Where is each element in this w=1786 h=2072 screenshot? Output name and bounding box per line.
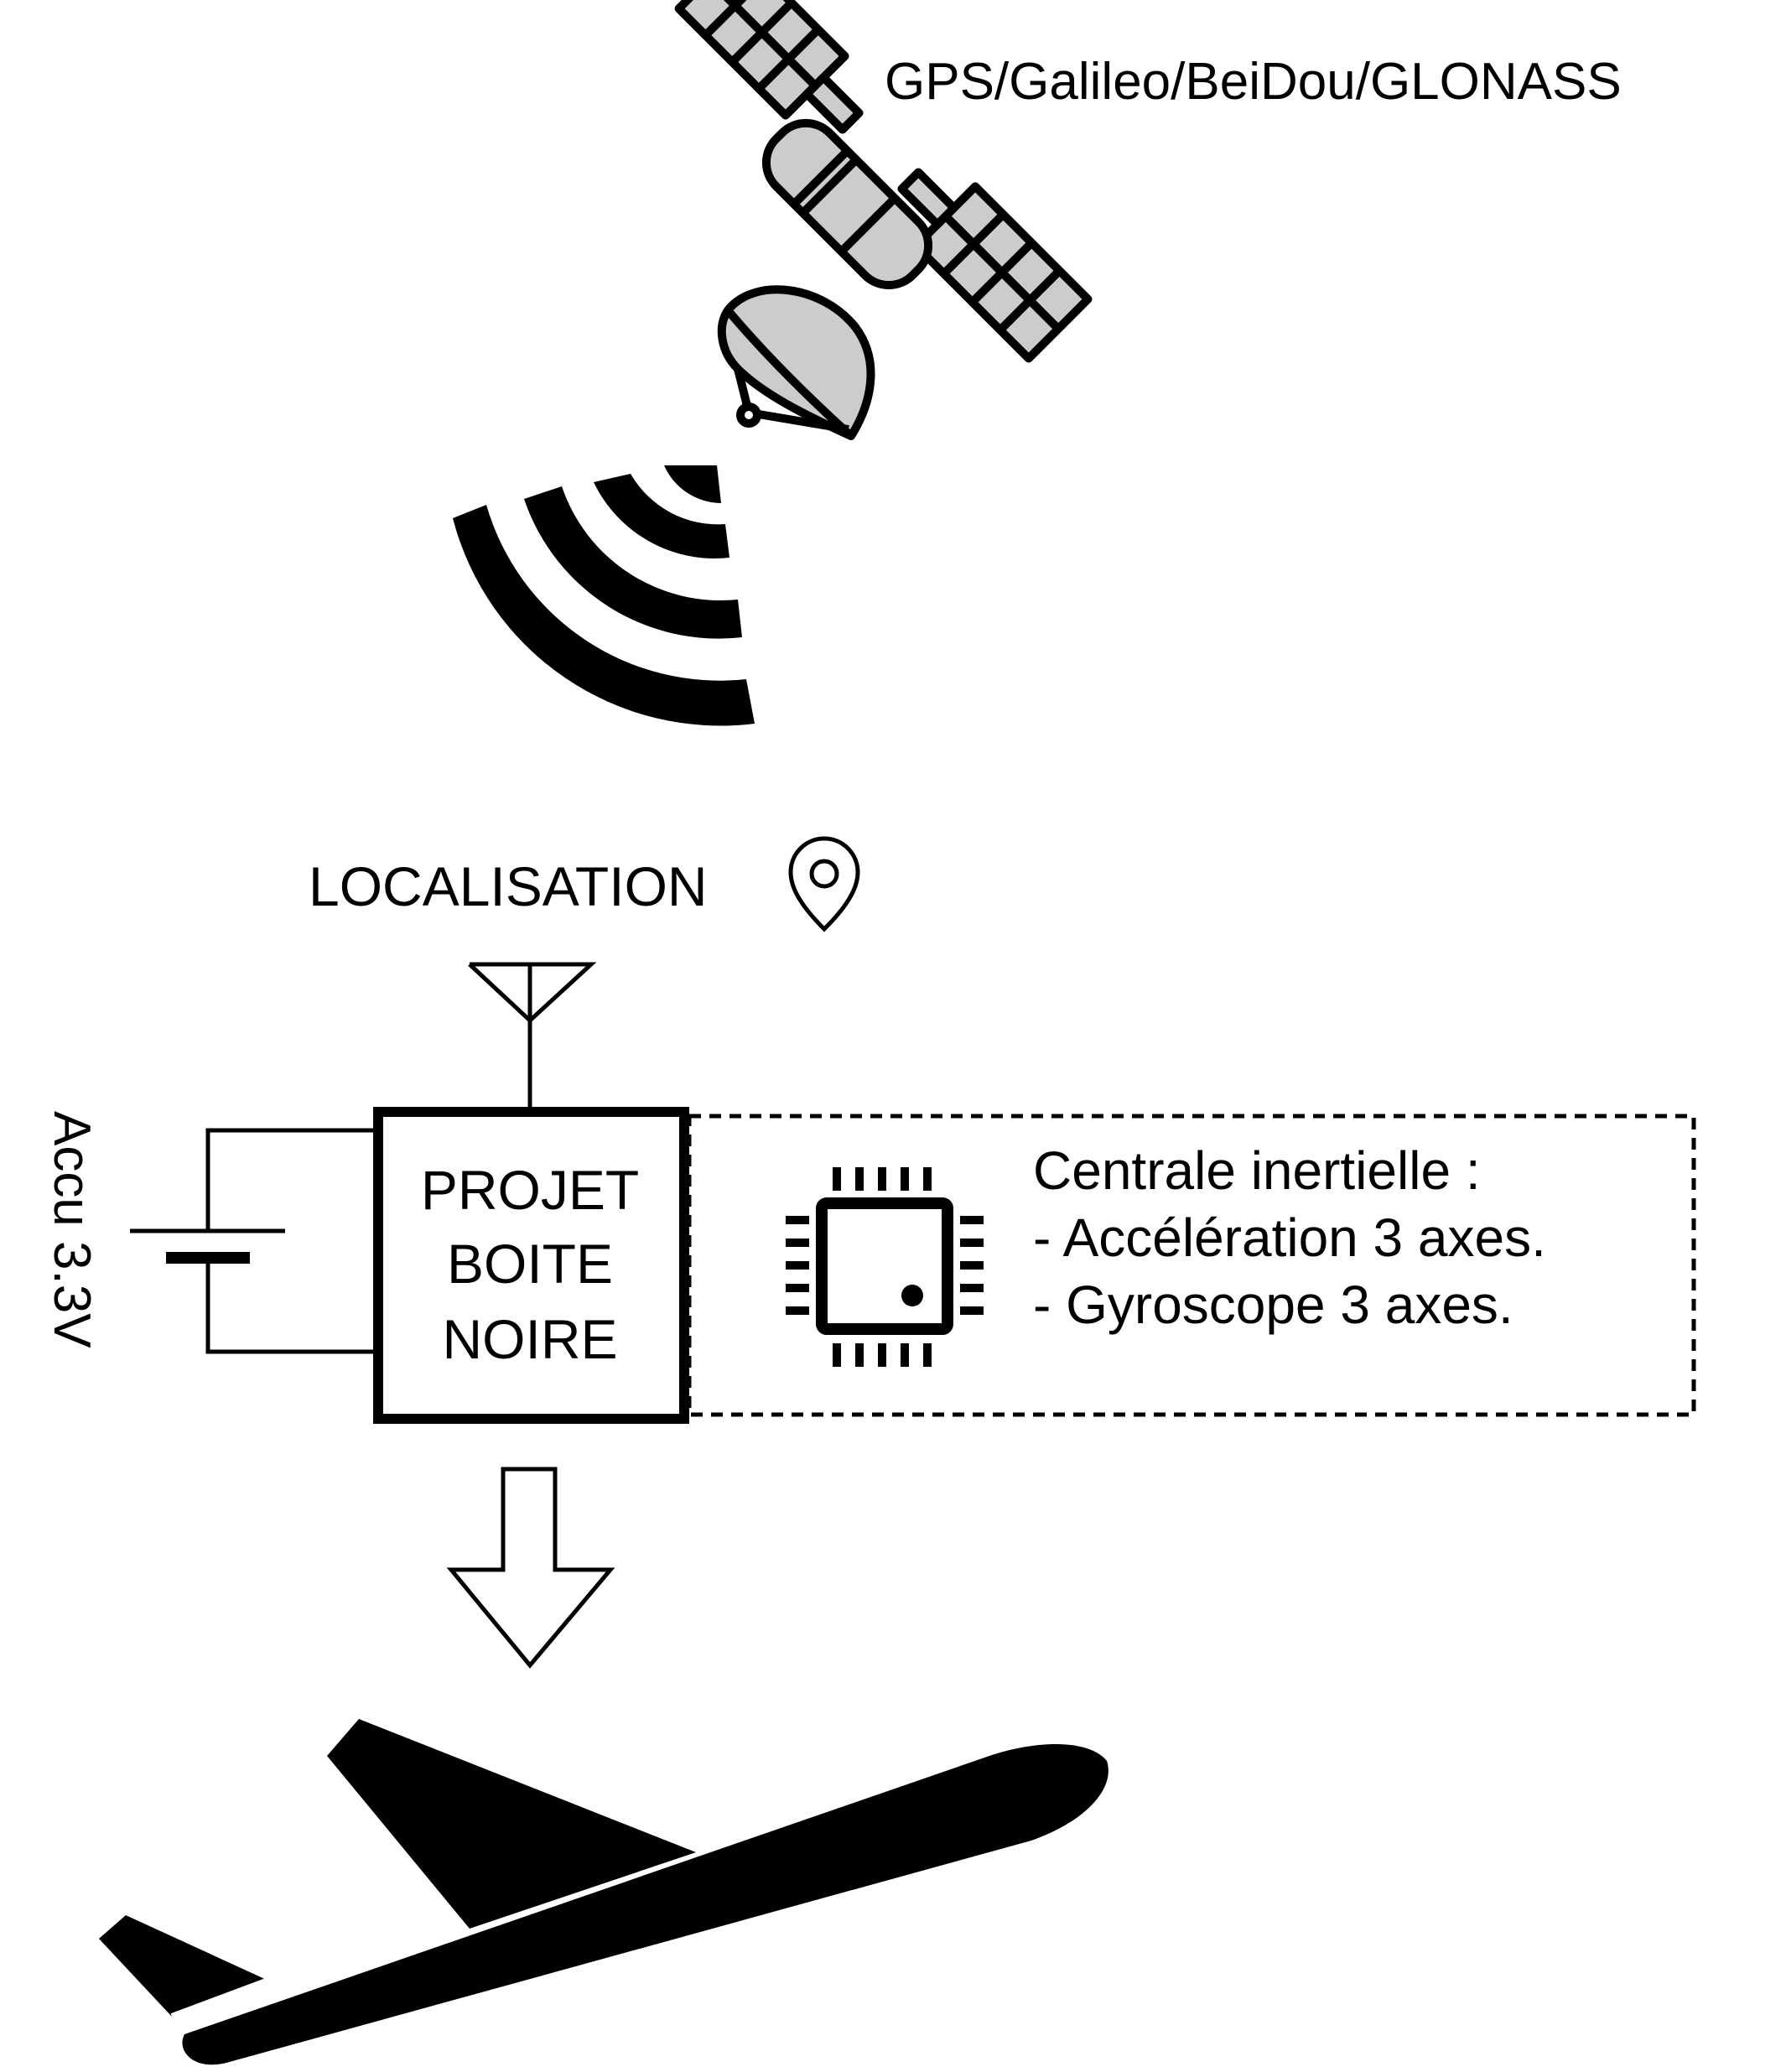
antenna-icon xyxy=(468,962,597,1107)
satellite-icon xyxy=(674,0,1093,440)
main-box-line-1: PROJET xyxy=(421,1159,639,1221)
main-box-line-2: BOITE xyxy=(447,1233,613,1295)
down-arrow-icon xyxy=(446,1467,615,1669)
main-box-line-3: NOIRE xyxy=(442,1308,617,1370)
imu-item-gyroscope: - Gyroscope 3 axes. xyxy=(1033,1275,1513,1335)
satellite-label: GPS/Galileo/BeiDou/GLONASS xyxy=(885,53,1622,111)
airplane-icon xyxy=(99,1719,1108,2065)
signal-waves-icon xyxy=(453,465,755,726)
map-pin-icon xyxy=(788,836,860,932)
localisation-label: LOCALISATION xyxy=(309,855,708,917)
battery-label: Accu 3.3V xyxy=(43,1111,101,1348)
imu-box xyxy=(687,1114,1696,1417)
imu-item-acceleration: - Accélération 3 axes. xyxy=(1033,1207,1546,1268)
main-box xyxy=(373,1107,689,1424)
imu-title: Centrale inertielle : xyxy=(1033,1140,1481,1201)
main-box-title: PROJET BOITE NOIRE xyxy=(421,1159,639,1370)
battery-icon xyxy=(130,1128,374,1354)
chip-icon xyxy=(786,1167,984,1367)
